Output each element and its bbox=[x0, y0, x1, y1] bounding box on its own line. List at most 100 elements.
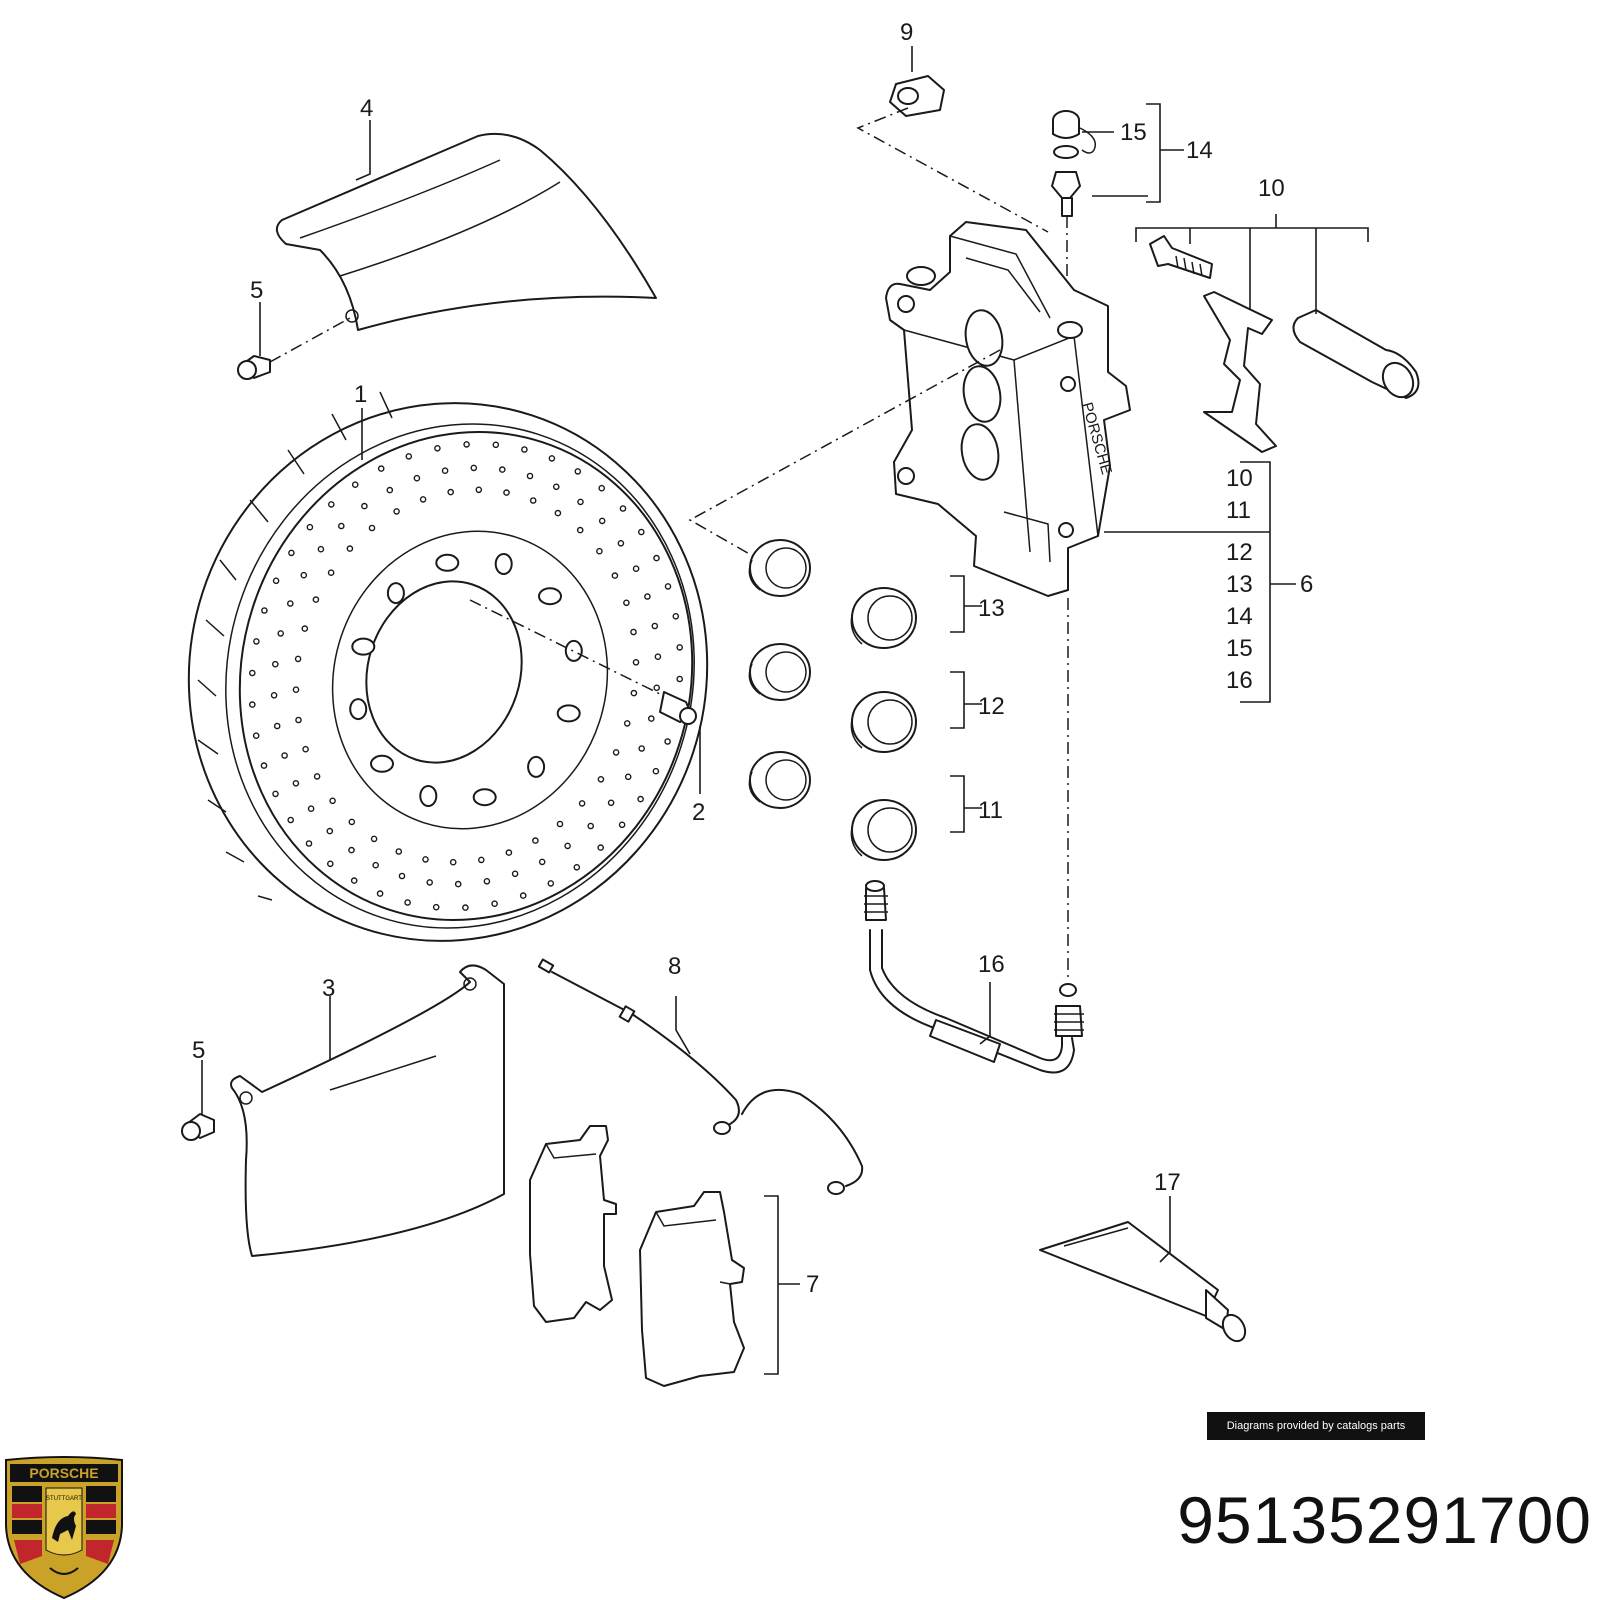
part-3-shield-lower bbox=[230, 964, 505, 1257]
label-15: 15 bbox=[1120, 119, 1147, 146]
drill-hole bbox=[638, 745, 646, 752]
seal-left-2 bbox=[748, 643, 811, 701]
drill-hole bbox=[301, 625, 309, 632]
drill-hole bbox=[449, 858, 457, 866]
part-15-bleed-cap bbox=[1052, 110, 1097, 159]
drill-hole bbox=[491, 900, 498, 908]
drill-hole bbox=[492, 441, 500, 449]
drill-hole bbox=[327, 569, 335, 577]
drill-hole bbox=[676, 644, 684, 651]
drill-hole bbox=[612, 749, 620, 756]
drill-hole bbox=[623, 720, 631, 727]
drill-hole bbox=[548, 455, 556, 462]
label-11: 11 bbox=[978, 797, 1003, 824]
drill-hole bbox=[574, 468, 582, 475]
drill-hole bbox=[405, 453, 413, 460]
kit-list-11: 11 bbox=[1226, 497, 1251, 524]
seal-right-11 bbox=[850, 799, 917, 861]
drill-hole bbox=[300, 571, 308, 579]
drill-hole bbox=[619, 505, 627, 512]
kit-list-15: 15 bbox=[1226, 635, 1253, 662]
drill-hole bbox=[252, 732, 260, 740]
hub-hole bbox=[351, 637, 376, 656]
drill-hole bbox=[377, 465, 385, 472]
drill-hole bbox=[454, 880, 462, 888]
drill-hole bbox=[573, 864, 581, 871]
part-17-grease-tube bbox=[1039, 1221, 1247, 1343]
label-5-upper: 5 bbox=[250, 277, 263, 304]
drill-hole bbox=[419, 496, 427, 503]
part-6-brake-caliper: PORSCHE bbox=[688, 221, 1131, 980]
part-number: 95135291700 bbox=[1177, 1483, 1592, 1557]
drill-hole bbox=[664, 583, 672, 590]
drill-hole bbox=[398, 872, 406, 880]
label-8: 8 bbox=[668, 953, 681, 980]
drill-hole bbox=[521, 446, 528, 453]
drill-hole bbox=[260, 762, 268, 769]
hub-hole bbox=[370, 754, 394, 773]
label-16: 16 bbox=[978, 951, 1005, 978]
kit-list-13: 13 bbox=[1226, 571, 1253, 598]
logo-brand-text: PORSCHE bbox=[29, 1465, 98, 1481]
hub-hole bbox=[527, 755, 546, 778]
drill-hole bbox=[372, 861, 380, 869]
drill-hole bbox=[317, 545, 325, 553]
drill-hole bbox=[337, 522, 345, 530]
drill-hole bbox=[253, 638, 260, 645]
label-9: 9 bbox=[900, 19, 913, 46]
drill-hole bbox=[564, 842, 571, 850]
drill-hole bbox=[295, 716, 302, 724]
drill-hole bbox=[370, 835, 378, 843]
drill-hole bbox=[326, 827, 334, 835]
drill-hole bbox=[348, 846, 355, 854]
drill-hole bbox=[292, 780, 300, 787]
drill-hole bbox=[277, 630, 285, 637]
drill-hole bbox=[329, 797, 336, 805]
drill-hole bbox=[654, 653, 662, 661]
seal-right-12 bbox=[850, 691, 917, 753]
drill-hole bbox=[623, 599, 630, 607]
drill-hole bbox=[432, 903, 440, 911]
drill-hole bbox=[618, 821, 626, 829]
drill-hole bbox=[350, 877, 358, 884]
drill-hole bbox=[597, 844, 605, 851]
drill-hole bbox=[462, 904, 469, 911]
drill-hole bbox=[305, 840, 313, 847]
hub-hole bbox=[435, 553, 460, 572]
drill-hole bbox=[648, 715, 655, 722]
drill-hole bbox=[422, 856, 429, 863]
drill-hole bbox=[470, 464, 478, 472]
drill-hole bbox=[475, 486, 483, 494]
drill-hole bbox=[651, 622, 659, 630]
seal-left-1 bbox=[748, 539, 811, 597]
drill-hole bbox=[248, 701, 256, 708]
drill-hole bbox=[326, 860, 334, 868]
drill-hole bbox=[395, 848, 403, 855]
drill-hole bbox=[653, 554, 660, 562]
drill-hole bbox=[526, 472, 534, 480]
hub-hole bbox=[556, 704, 581, 723]
callout-labels: 1 2 3 4 5 5 6 7 8 9 10 11 12 13 14 15 16… bbox=[192, 19, 1313, 1298]
drill-hole bbox=[426, 879, 434, 886]
drill-hole bbox=[288, 549, 295, 557]
label-1: 1 bbox=[354, 381, 367, 408]
hub-hole bbox=[386, 582, 405, 605]
drill-hole bbox=[248, 669, 256, 677]
drill-hole bbox=[463, 441, 470, 448]
drill-hole bbox=[483, 878, 491, 885]
drill-hole bbox=[292, 686, 300, 694]
drill-hole bbox=[630, 689, 638, 697]
drill-hole bbox=[306, 523, 314, 531]
part-5-bolt-upper bbox=[237, 317, 351, 380]
drill-hole bbox=[294, 655, 302, 663]
drill-hole bbox=[441, 467, 449, 475]
drill-hole bbox=[368, 524, 376, 532]
drill-hole bbox=[554, 509, 562, 517]
drill-hole bbox=[617, 540, 625, 547]
leader-lines bbox=[201, 46, 1369, 1375]
drill-hole bbox=[270, 692, 278, 699]
drill-hole bbox=[653, 684, 661, 692]
drill-hole bbox=[637, 795, 644, 803]
drill-hole bbox=[532, 837, 539, 844]
kit-list-14: 14 bbox=[1226, 603, 1253, 630]
